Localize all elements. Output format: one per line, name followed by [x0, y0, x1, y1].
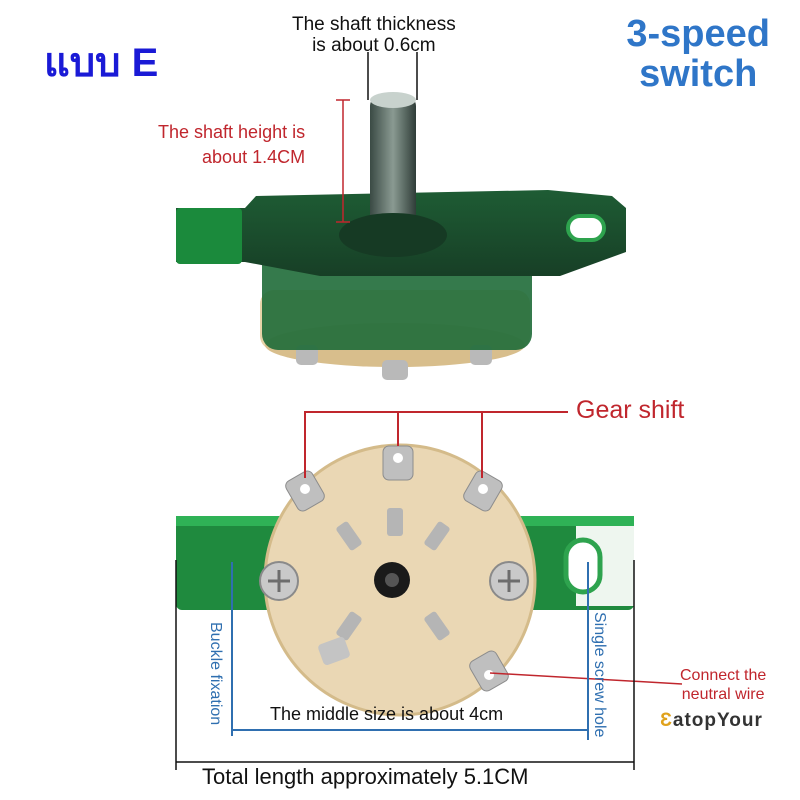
middle-size-label: The middle size is about 4cm	[270, 704, 504, 724]
total-length-label: Total length approximately 5.1CM	[202, 764, 529, 789]
title-line-2: switch	[639, 53, 758, 95]
neutral-wire-leader	[489, 672, 683, 685]
single-screw-hole-label: Single screw hole	[591, 612, 608, 738]
neutral-wire-line-2: neutral wire	[681, 686, 765, 703]
brand-watermark: ƐatopYour	[660, 710, 763, 732]
contact-3	[424, 521, 450, 551]
contact-4	[336, 611, 362, 641]
terminal-eye-3	[478, 484, 488, 494]
shaft-thickness-line-2: is about 0.6cm	[312, 35, 436, 56]
product-title: 3-speed switch	[626, 14, 770, 94]
shaft-thickness-label: The shaft thickness is about 0.6cm	[292, 14, 456, 56]
shaft-collar	[339, 213, 447, 257]
shaft-thickness-line-1: The shaft thickness	[292, 14, 456, 35]
shaft-height-label: The shaft height is about 1.4CM	[158, 120, 305, 170]
terminal-eye-4	[484, 670, 494, 680]
neutral-wire-line-1: Connect the	[680, 667, 767, 684]
terminal-eye-2	[393, 453, 403, 463]
buckle-fixation-label: Buckle fixation	[207, 622, 224, 726]
contact-6	[318, 637, 350, 665]
brand-logo-icon: Ɛ	[660, 710, 673, 731]
shaft-top	[370, 92, 416, 108]
shaft-height-line-1: The shaft height is	[158, 122, 306, 142]
center-shaft-core	[385, 573, 399, 587]
gear-shift-label: Gear shift	[576, 396, 685, 424]
side-terminal-2	[382, 360, 408, 380]
gear-shift-leader	[304, 411, 568, 478]
neutral-wire-label: Connect the neutral wire	[680, 666, 766, 704]
face-screw-hole	[563, 537, 603, 595]
contact-2	[387, 508, 403, 536]
switch-face-view	[176, 443, 634, 717]
shaft-height-line-2: about 1.4CM	[202, 147, 306, 167]
left-screw-slot	[268, 570, 290, 592]
contact-5	[424, 611, 450, 641]
brand-text: atopYour	[672, 710, 763, 731]
model-label: แบบ E	[44, 41, 159, 85]
contact-1	[336, 521, 362, 551]
side-tab-left	[176, 208, 242, 264]
right-screw-slot	[498, 570, 520, 592]
switch-side-view	[176, 92, 626, 380]
title-line-1: 3-speed	[626, 13, 770, 55]
terminal-eye-1	[300, 484, 310, 494]
side-hole-right	[566, 214, 606, 242]
shaft	[370, 96, 416, 236]
